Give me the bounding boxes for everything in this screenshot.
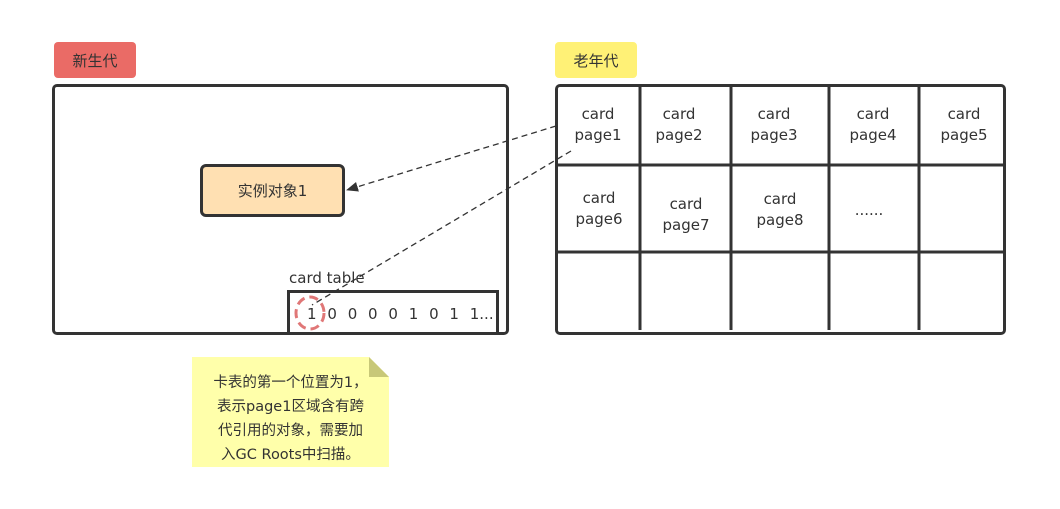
card-page-5[interactable]: card page5 [921,102,1007,148]
instance-object[interactable]: 实例对象1 [200,164,345,217]
young-gen-label: 新生代 [72,51,118,70]
card-table-link [311,150,572,306]
young-gen-region [52,84,509,335]
note-line: 代引用的对象，需要加 [218,423,363,439]
card-page-2[interactable]: card page2 [640,102,718,148]
old-gen-grid [558,87,1003,330]
young-gen-tag: 新生代 [54,42,136,78]
note-line: 表示page1区域含有跨 [217,399,364,415]
card-bit: 1 [307,305,317,323]
card-page-line1: card [856,105,890,123]
card-bit: 1 [408,305,419,323]
card-page-line1: card [669,195,703,213]
card-bit: 0 [429,305,439,323]
instance-object-label: 实例对象1 [237,182,308,200]
reference-arrow [346,125,557,192]
card-page-line1: card [662,105,696,123]
old-gen-tag: 老年代 [555,42,637,78]
old-gen-label: 老年代 [573,51,619,70]
card-page-1[interactable]: card page1 [557,102,639,148]
card-page-line1: card [581,105,615,123]
note-line: 卡表的第一个位置为1， [213,375,368,391]
card-page-line1: card [582,189,616,207]
card-page-7[interactable]: card page7 [643,192,729,238]
card-page-line2: page8 [756,211,804,229]
card-bit: 1... [469,305,494,323]
card-bit: 0 [347,305,358,323]
card-bit: 0 [327,305,337,323]
card-bit: 1 [449,305,459,323]
card-bit: 0 [388,305,398,323]
card-page-line2: page1 [574,126,622,144]
more-pages-ellipsis: ...... [830,190,908,230]
card-page-line1: card [757,105,791,123]
note-line: 入GC Roots中扫描。 [221,447,360,463]
card-table-label: card table [289,269,365,287]
card-page-line2: page3 [750,126,798,144]
card-page-8[interactable]: card page8 [737,187,823,233]
dirty-card-circle [294,295,326,331]
card-table: 1 0 0 0 0 1 0 1 1... [287,290,499,335]
card-page-line1: card [947,105,981,123]
card-bit: 0 [368,305,378,323]
card-page-line2: page5 [940,126,988,144]
card-page-3[interactable]: card page3 [731,102,817,148]
note-shape [192,357,389,467]
card-page-line1: card [763,190,797,208]
old-gen-region [555,84,1006,335]
card-page-line2: page6 [575,210,623,228]
card-page-line2: page2 [655,126,703,144]
note-text: 卡表的第一个位置为1， 表示page1区域含有跨 代引用的对象，需要加 入GC … [192,371,389,467]
card-page-4[interactable]: card page4 [830,102,916,148]
card-page-6[interactable]: card page6 [557,186,641,232]
ellipsis-text: ...... [854,200,884,219]
card-page-line2: page4 [849,126,897,144]
card-page-line2: page7 [662,216,710,234]
sticky-note: 卡表的第一个位置为1， 表示page1区域含有跨 代引用的对象，需要加 入GC … [192,357,389,467]
